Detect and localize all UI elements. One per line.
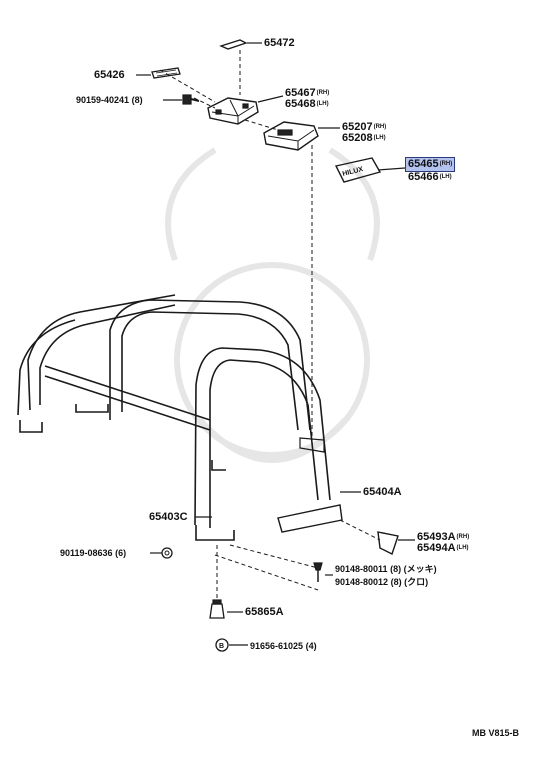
callout-b-letter: B (219, 643, 224, 650)
bracket-65467 (207, 97, 259, 125)
badge-icon (334, 157, 382, 183)
label-65865A: 65865A (245, 606, 284, 618)
plug-65865a (209, 599, 225, 619)
label-65493A: 65493A(RH) (417, 531, 470, 543)
watermark-logo (165, 147, 380, 463)
label-65404A: 65404A (363, 486, 402, 498)
bolt-icon (182, 94, 200, 105)
label-90159: 90159-40241 (8) (76, 95, 143, 105)
label-65494A: 65494A(LH) (417, 542, 469, 554)
cap-65493a (377, 531, 399, 555)
label-65208: 65208(LH) (342, 132, 386, 144)
label-90148-80011: 90148-80011 (8) (メッキ) (335, 564, 437, 574)
badge-text: HILUX (342, 166, 364, 178)
label-91656: 91656-61025 (4) (250, 641, 317, 651)
label-90148-80012: 90148-80012 (8) (クロ) (335, 577, 429, 587)
label-90119: 90119-08636 (6) (60, 548, 127, 558)
leader-65465 (377, 167, 406, 171)
label-65467: 65467(RH) (285, 87, 330, 99)
pad-65426 (151, 67, 181, 79)
bracket-65207 (263, 121, 319, 151)
nut-icon (161, 547, 173, 559)
sports-bar-65403c (17, 294, 331, 541)
callout-b-icon (215, 638, 229, 652)
footer-code: MB V815-B (471, 728, 519, 738)
label-65466: 65466(LH) (408, 171, 452, 183)
leader-65467 (257, 95, 284, 103)
clip-icon (219, 39, 248, 50)
label-65426: 65426 (94, 69, 125, 81)
base-plate-65404a (277, 504, 343, 533)
label-65472: 65472 (264, 37, 295, 49)
label-65468: 65468(LH) (285, 98, 329, 110)
screw-icon (313, 562, 323, 582)
label-65403C: 65403C (149, 511, 188, 523)
label-65207: 65207(RH) (342, 121, 387, 133)
label-65465-highlight[interactable]: 65465(RH) (405, 157, 456, 172)
